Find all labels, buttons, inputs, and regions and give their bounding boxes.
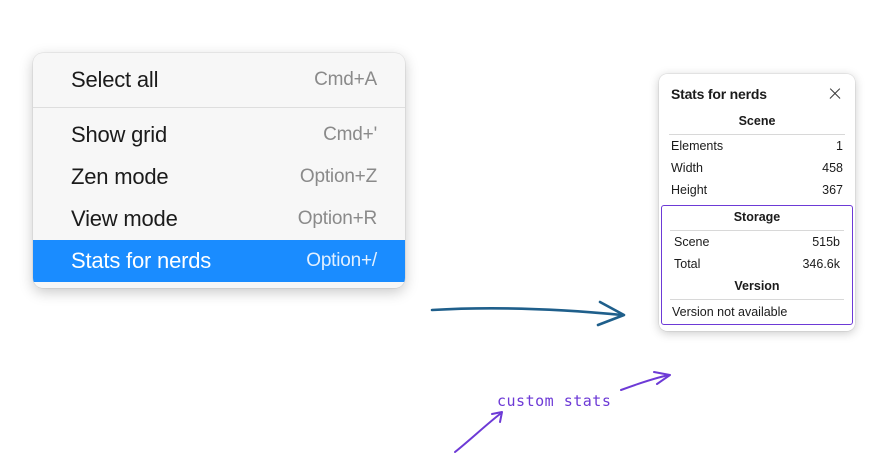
stat-key: Height: [671, 183, 708, 197]
menu-item-label: Zen mode: [71, 164, 169, 189]
version-text: Version not available: [672, 305, 788, 319]
close-icon[interactable]: [827, 86, 843, 102]
storage-section-title: Storage: [733, 210, 781, 224]
custom-stats-annotation-label: custom stats: [497, 392, 612, 410]
menu-item-shortcut: Cmd+A: [314, 69, 377, 90]
arrow-to-label: [454, 411, 503, 453]
menu-item-show-grid[interactable]: Show grid Cmd+': [33, 114, 405, 156]
stat-key: Scene: [674, 235, 710, 249]
stat-value: 515b: [812, 235, 840, 249]
stat-value: 346.6k: [802, 257, 840, 271]
stat-key: Elements: [671, 139, 724, 153]
menu-item-zen-mode[interactable]: Zen mode Option+Z: [33, 156, 405, 198]
arrow-custom-stats: [620, 371, 671, 391]
menu-item-shortcut: Cmd+': [323, 124, 377, 145]
stat-row-storage-total: Total 346.6k: [662, 253, 852, 275]
menu-item-label: Show grid: [71, 122, 168, 147]
scene-section-title: Scene: [738, 114, 776, 128]
menu-item-select-all[interactable]: Select all Cmd+A: [33, 59, 405, 101]
stats-panel-header: Stats for nerds: [659, 74, 855, 110]
menu-item-shortcut: Option+Z: [299, 166, 377, 187]
menu-item-label: Select all: [71, 67, 159, 92]
menu-item-shortcut: Option+/: [306, 250, 377, 271]
stat-key: Total: [674, 257, 701, 271]
stats-panel: Stats for nerds Scene Elements 1 Width 4…: [659, 74, 855, 331]
menu-separator: [33, 107, 405, 108]
divider: [670, 299, 844, 300]
context-menu[interactable]: Select all Cmd+A Show grid Cmd+' Zen mod…: [33, 53, 405, 288]
menu-item-stats-for-nerds[interactable]: Stats for nerds Option+/: [33, 240, 405, 282]
menu-item-shortcut: Option+R: [297, 208, 377, 229]
custom-stats-block: Storage Scene 515b Total 346.6k Version …: [661, 205, 853, 325]
stat-row-storage-scene: Scene 515b: [662, 231, 852, 253]
menu-group-1: Select all Cmd+A: [33, 53, 405, 107]
menu-item-label: View mode: [71, 206, 178, 231]
version-section-title: Version: [734, 279, 780, 293]
stat-value: 1: [836, 139, 843, 153]
arrow-menu-to-panel: [430, 300, 626, 327]
stat-value: 458: [822, 161, 843, 175]
menu-item-view-mode[interactable]: View mode Option+R: [33, 198, 405, 240]
divider: [669, 134, 845, 135]
menu-item-label: Stats for nerds: [71, 248, 212, 273]
stat-row-elements: Elements 1: [659, 135, 855, 157]
menu-group-2: Show grid Cmd+' Zen mode Option+Z View m…: [33, 108, 405, 288]
stat-row-height: Height 367: [659, 179, 855, 201]
stat-value: 367: [822, 183, 843, 197]
stats-panel-title: Stats for nerds: [671, 86, 767, 102]
divider: [670, 230, 844, 231]
stat-row-width: Width 458: [659, 157, 855, 179]
stat-key: Width: [671, 161, 703, 175]
